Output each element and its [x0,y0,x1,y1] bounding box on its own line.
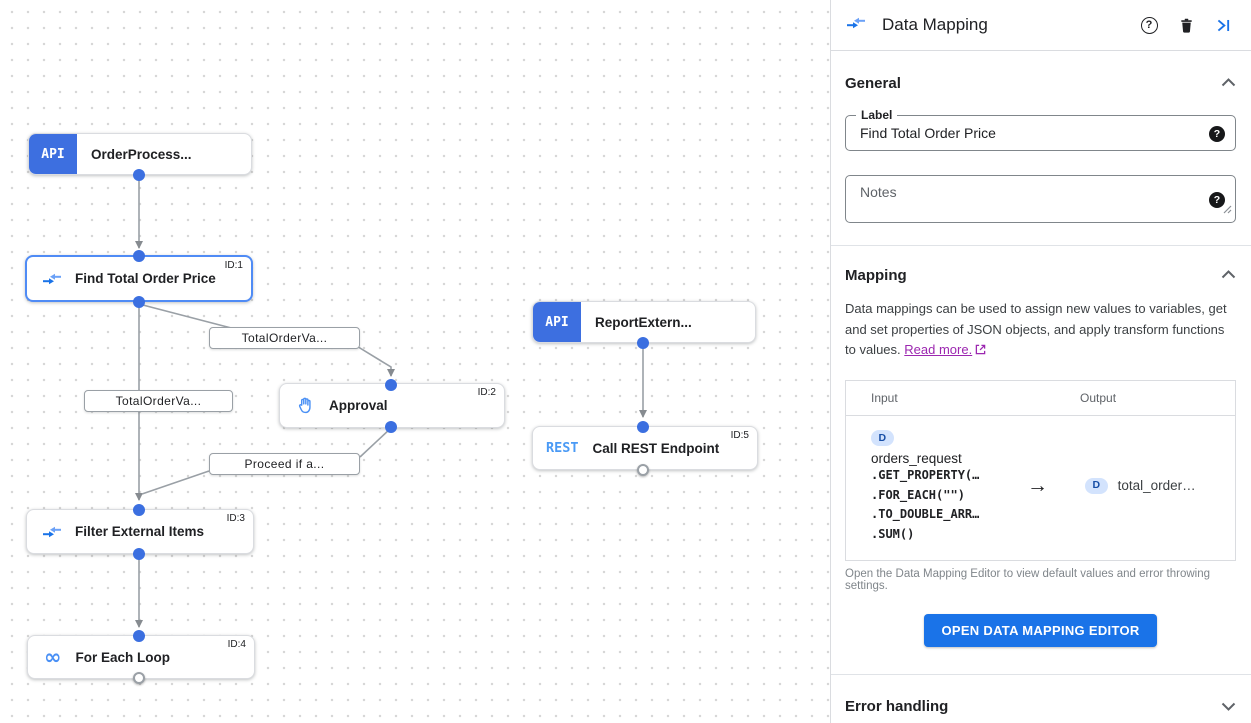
mapping-description-text: Data mappings can be used to assign new … [845,301,1227,357]
notes-input[interactable] [846,176,1235,222]
node-title: Find Total Order Price [75,271,216,286]
connector-dot[interactable] [133,548,145,560]
node-id-badge: ID:1 [224,260,243,271]
edge-label-proceed-if[interactable]: Proceed if a... [209,453,360,475]
transform-function: .SUM() [871,526,915,541]
error-handling-section[interactable]: Error handling [831,675,1251,723]
node-find-total-order-price[interactable]: Find Total Order Price ID:1 [25,255,253,302]
label-input[interactable] [846,116,1235,150]
connector-dot[interactable] [637,337,649,349]
mapping-caption: Open the Data Mapping Editor to view def… [845,568,1211,592]
edge-label-total-order-value-1[interactable]: TotalOrderVa... [209,327,360,349]
connector-dot-open[interactable] [133,672,145,684]
mapping-output-cell: D total_order… [1085,477,1235,494]
input-variable-name: orders_request [871,451,962,466]
node-id-badge: ID:4 [227,639,246,650]
section-divider [831,674,1251,675]
section-divider [831,245,1251,246]
data-mapping-icon [847,16,865,35]
connector-dot[interactable] [385,421,397,433]
datatype-badge: D [871,430,894,446]
panel-header: Data Mapping ? [831,0,1251,51]
connector-dot[interactable] [133,296,145,308]
read-more-link[interactable]: Read more. [904,342,973,357]
api-trigger-tag: API [29,134,77,174]
edge-label-total-order-value-2[interactable]: TotalOrderVa... [84,390,233,412]
node-id-badge: ID:5 [730,430,749,441]
node-title: Approval [329,398,388,413]
config-panel: Data Mapping ? Genera [830,0,1251,723]
mapping-description: Data mappings can be used to assign new … [845,299,1236,362]
mapping-section: Mapping Data mappings can be used to ass… [831,246,1251,674]
mapping-table: Input Output D orders_request .GET_PROPE… [845,379,1236,561]
error-handling-heading: Error handling [845,698,949,715]
node-title: For Each Loop [75,649,171,665]
label-field-label: Label [856,108,898,122]
open-data-mapping-editor-button[interactable]: OPEN DATA MAPPING EDITOR [924,614,1157,647]
mapping-table-row[interactable]: D orders_request .GET_PROPERTY(… .FOR_EA… [846,416,1235,561]
node-title: ReportExtern... [595,314,692,330]
panel-title: Data Mapping [882,15,988,34]
output-column-header: Output [1080,390,1117,405]
loop-infinity-icon: ∞ [44,645,62,669]
connector-dot[interactable] [133,630,145,642]
datatype-badge: D [1085,477,1108,494]
connector-dot[interactable] [133,169,145,181]
node-title: Filter External Items [75,524,205,539]
external-link-icon [975,341,986,362]
node-title: Call REST Endpoint [592,440,720,456]
general-section: General Label ? ? [831,51,1251,245]
node-title: OrderProcess... [91,146,192,162]
mapping-table-header: Input Output [846,381,1235,416]
node-call-rest-endpoint[interactable]: REST Call REST Endpoint ID:5 [532,426,758,470]
data-mapping-icon [43,525,61,539]
notes-field: ? [845,175,1236,223]
chevron-up-icon[interactable] [1221,266,1236,284]
node-id-badge: ID:3 [226,513,245,524]
field-help-icon[interactable]: ? [1209,192,1225,208]
data-mapping-icon [43,272,61,286]
connector-dot-open[interactable] [637,464,649,476]
edge-connectors [135,176,647,628]
mapping-heading: Mapping [845,266,907,284]
connector-dot[interactable] [385,379,397,391]
trash-icon[interactable] [1174,13,1198,37]
input-column-header: Input [871,390,898,405]
chevron-down-icon[interactable] [1221,698,1236,716]
node-report-extern-trigger[interactable]: API ReportExtern... [532,301,756,343]
resize-grip-icon[interactable] [1223,201,1232,219]
label-field: Label ? [845,108,1236,151]
field-help-icon[interactable]: ? [1209,126,1225,142]
help-icon[interactable]: ? [1137,13,1161,37]
transform-function: .FOR_EACH("") [871,487,965,502]
chevron-up-icon[interactable] [1221,74,1236,92]
mapping-arrow-icon: → [1027,474,1048,498]
transform-function: .TO_DOUBLE_ARR… [871,507,980,521]
connector-dot[interactable] [133,504,145,516]
connector-dot[interactable] [637,421,649,433]
collapse-panel-icon[interactable] [1211,13,1235,37]
node-id-badge: ID:2 [477,387,496,398]
rest-tag: REST [546,440,579,456]
transform-function: .GET_PROPERTY(… [871,468,980,482]
approval-hand-icon [296,396,315,415]
output-variable-name: total_order… [1117,478,1196,494]
connector-dot[interactable] [133,250,145,262]
api-trigger-tag: API [533,302,581,342]
general-heading: General [845,74,901,92]
workflow-canvas[interactable]: API OrderProcess... Find Total Order Pri… [0,0,830,723]
node-order-process-trigger[interactable]: API OrderProcess... [28,133,252,175]
mapping-input-cell: D orders_request .GET_PROPERTY(… .FOR_EA… [871,428,1027,545]
